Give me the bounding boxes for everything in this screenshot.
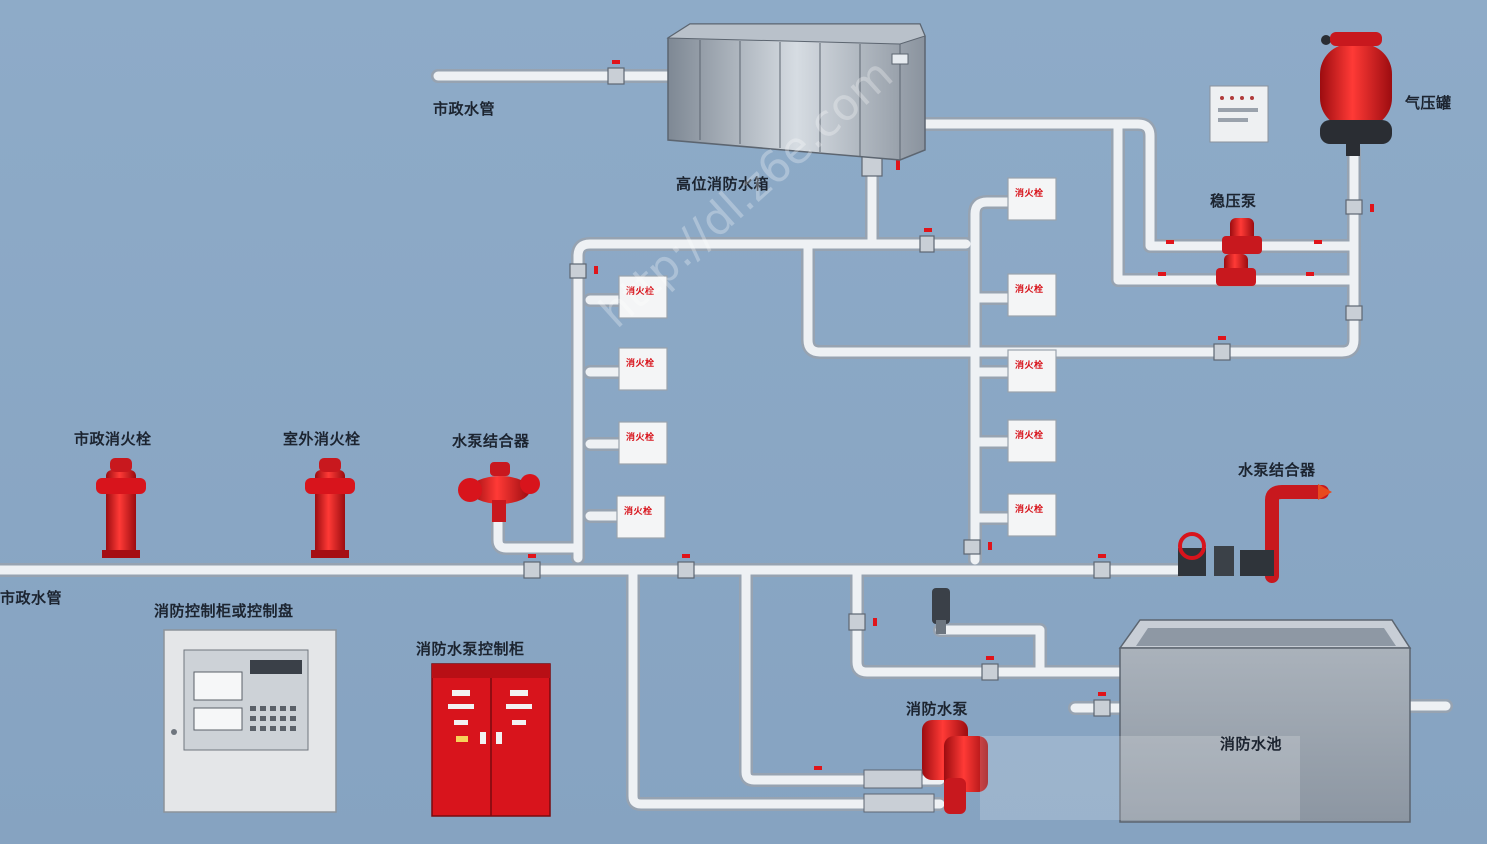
pump-connector-icon xyxy=(1178,484,1332,583)
pump-connector-right-label: 水泵结合器 xyxy=(1238,461,1316,479)
municipal-pipe-bottom-label: 市政水管 xyxy=(0,589,63,607)
electrical-box-icon xyxy=(1209,85,1269,143)
stabilizer-pump-icon xyxy=(1216,218,1262,286)
hydrant-box-label: 消火栓 xyxy=(626,359,655,369)
control-panel-icon xyxy=(163,629,337,813)
hydrant-box-label: 消火栓 xyxy=(1015,189,1044,199)
hydrant-box-label: 消火栓 xyxy=(626,287,655,297)
hydrant-box-group xyxy=(616,177,1057,539)
hydrant-box-label: 消火栓 xyxy=(1015,505,1044,515)
pump-control-cabinet-label: 消防水泵控制柜 xyxy=(416,640,525,658)
hydrant-box-label: 消火栓 xyxy=(1015,285,1044,295)
fire-pool-icon xyxy=(1118,619,1412,823)
pump-connector-left-label: 水泵结合器 xyxy=(452,432,530,450)
hydrant-box-label: 消火栓 xyxy=(1015,361,1044,371)
stabilizer-pump-label: 稳压泵 xyxy=(1210,192,1257,210)
hydrant-box-label: 消火栓 xyxy=(626,433,655,443)
pump-connector-icon xyxy=(458,462,540,522)
hydrant-icon xyxy=(305,458,355,558)
high-tank-label: 高位消防水箱 xyxy=(676,175,770,193)
hydrant-box-label: 消火栓 xyxy=(624,507,653,517)
municipal-hydrant-label: 市政消火栓 xyxy=(74,430,152,448)
municipal-pipe-top-label: 市政水管 xyxy=(433,100,496,118)
outdoor-hydrant-label: 室外消火栓 xyxy=(283,430,361,448)
pressure-tank-label: 气压罐 xyxy=(1405,94,1452,112)
pressure-tank-icon xyxy=(1320,32,1392,156)
fire-pump-icon xyxy=(863,720,988,814)
fire-control-panel-label: 消防控制柜或控制盘 xyxy=(154,602,294,620)
valve-icon xyxy=(932,588,950,634)
pump-cabinet-icon xyxy=(431,663,551,817)
hydrant-icon xyxy=(96,458,146,558)
fire-pool-label: 消防水池 xyxy=(1220,735,1283,753)
high-tank-icon xyxy=(666,23,926,161)
fire-pump-label: 消防水泵 xyxy=(906,700,969,718)
hydrant-box-label: 消火栓 xyxy=(1015,431,1044,441)
valve-icon xyxy=(523,67,1363,717)
